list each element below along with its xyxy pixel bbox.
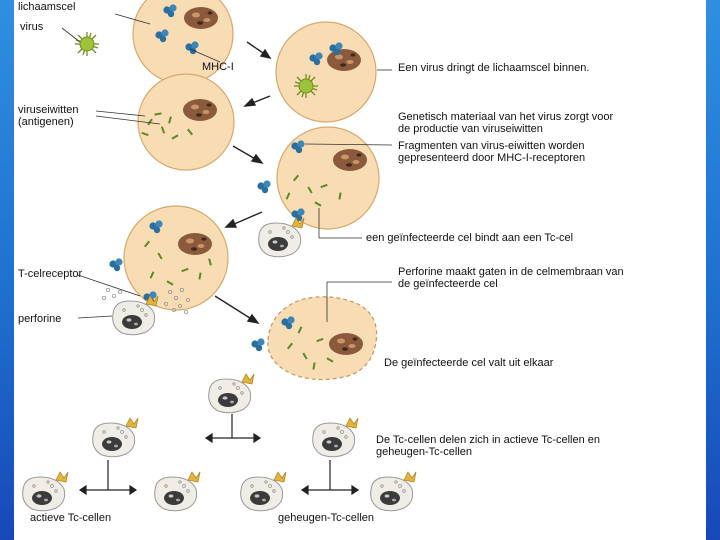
leader-line [77,274,141,297]
virus-icon [293,73,319,99]
mhc-receptor-icon [109,258,123,272]
label-t-celreceptor: T-celreceptor [18,268,83,280]
tc-cell-active-icon [154,471,201,512]
leader-line [77,315,113,319]
nucleus-icon [183,99,217,121]
arrow-icon [214,295,260,325]
caption-actieve-tc-cellen: actieve Tc-cellen [30,512,112,524]
split-arrow-icon [300,460,360,496]
leader-line [304,143,393,146]
tc-cell-icon [112,295,159,336]
tc-cell-active-icon [22,471,69,512]
tc-cell-icon [258,217,305,258]
label-virus: virus [20,21,44,33]
tc-cell-icon [312,417,359,458]
body-cell-5 [109,205,229,311]
body-cell-2 [275,21,377,123]
nucleus-icon [178,233,212,255]
mhc-receptor-icon [257,180,271,194]
caption-step7: De Tc-cellen delen zich in actieve Tc-ce… [376,434,600,458]
nucleus-icon [333,149,367,171]
tc-cell-icon [92,417,139,458]
nucleus-icon [327,49,361,71]
caption-step3: Fragmenten van virus-eiwitten worden gep… [398,140,586,164]
caption-geheugen-tc-cellen: geheugen-Tc-cellen [278,512,375,524]
tc-cell-memory-icon [240,471,287,512]
caption-step6: De geïnfecteerde cel valt uit elkaar [384,357,554,369]
body-cell-3 [137,73,235,171]
caption-step5: Perforine maakt gaten in de celmembraan … [398,266,624,290]
tc-cell-memory-icon [370,471,417,512]
tc-cell-icon [208,373,255,414]
perforine-particles [102,287,190,314]
body-cell-6-disintegrating [251,296,378,381]
caption-step4: een geïnfecteerde cel bindt aan een Tc-c… [366,232,574,244]
nucleus-icon [184,7,218,29]
virus-icon [74,31,100,57]
caption-step1: Een virus dringt de lichaamscel binnen. [398,62,590,74]
leader-line [114,13,151,25]
body-cell-4 [257,126,380,230]
leader-line [61,27,81,43]
arrow-icon [232,145,264,165]
nucleus-icon [329,333,363,355]
label-mhc: MHC-I [202,61,234,73]
label-lichaamscel: lichaamscel [18,1,76,13]
mhc-receptor-icon [251,338,265,352]
split-arrow-icon [204,414,262,444]
arrow-icon [243,95,271,107]
label-viruseiwitten: viruseiwitten (antigenen) [18,104,79,128]
leader-line [95,110,146,117]
leader-line [189,48,221,63]
split-arrow-icon [78,460,138,496]
label-perforine: perforine [18,313,62,325]
arrow-icon [224,211,263,228]
leader-line [95,115,161,125]
caption-step2: Genetisch materiaal van het virus zorgt … [398,111,614,135]
arrow-icon [246,41,272,60]
